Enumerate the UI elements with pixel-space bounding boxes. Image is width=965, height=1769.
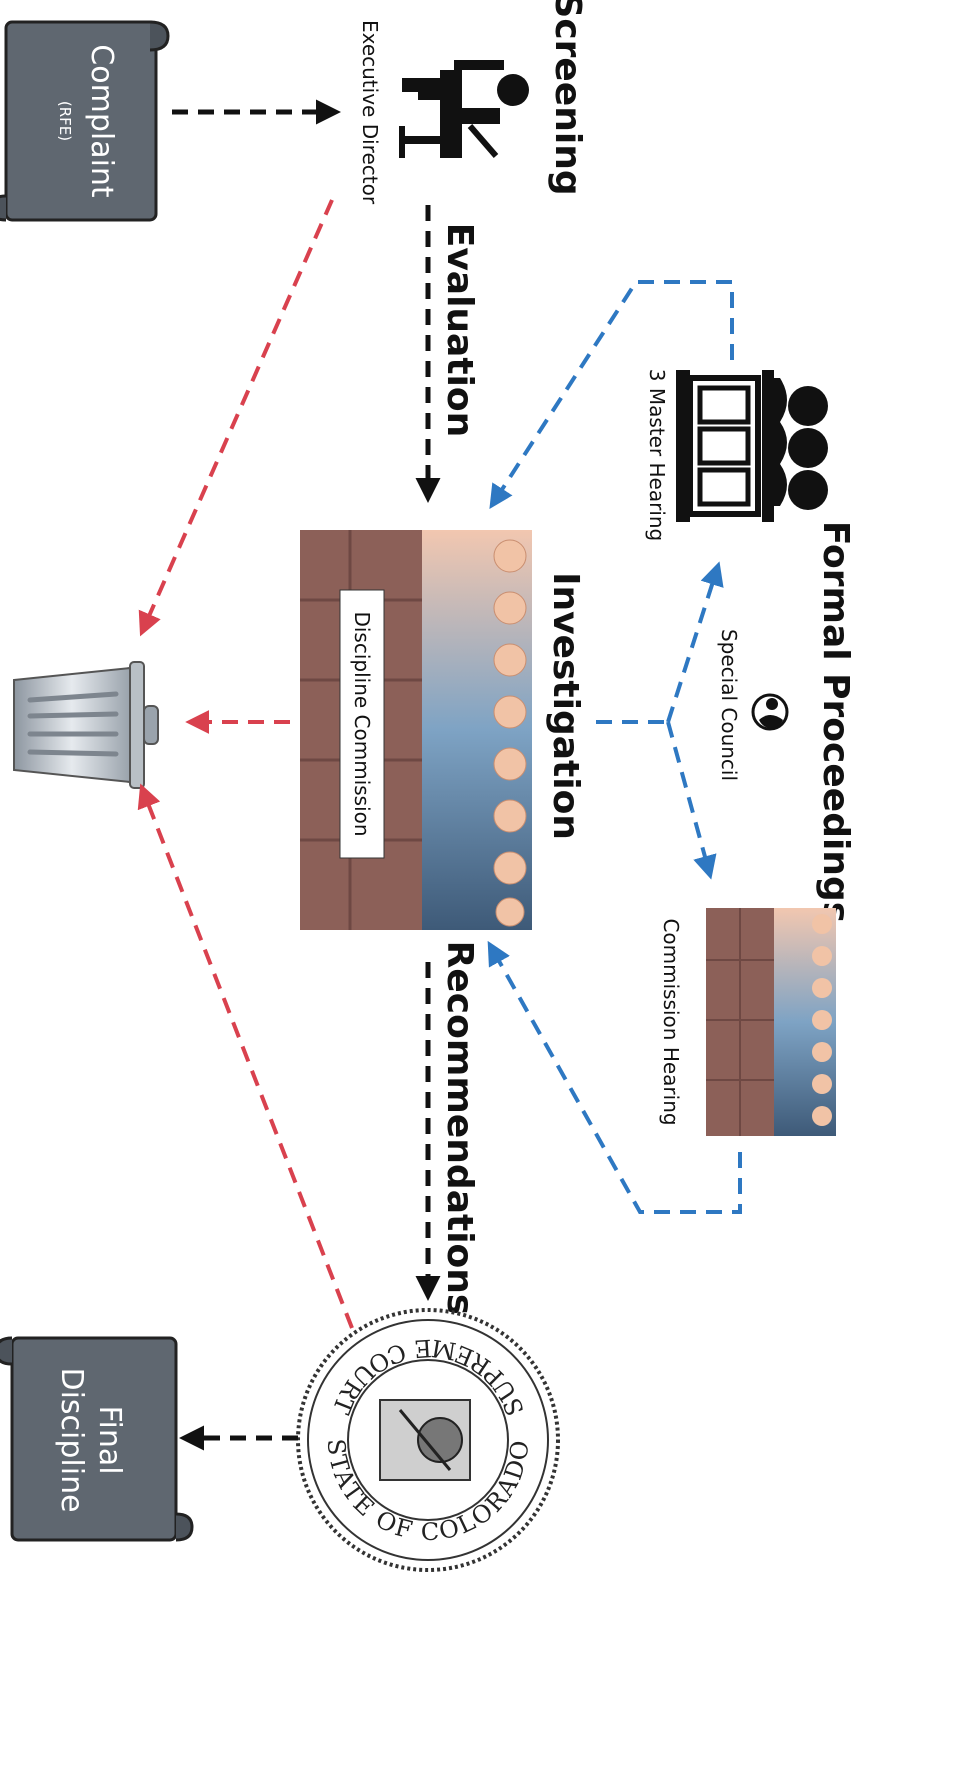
flow-court-to-trash bbox=[137, 783, 354, 1329]
stage-formal-proceedings: Formal Proceedings bbox=[815, 521, 856, 923]
complaint-scroll-icon bbox=[0, 20, 170, 222]
stage-investigation: Investigation bbox=[545, 572, 586, 840]
special-council-icon bbox=[751, 693, 789, 731]
complaint-subtitle: (RFE) bbox=[56, 101, 74, 141]
final-discipline-line2: Discipline bbox=[54, 1367, 89, 1512]
flow-director-to-trash bbox=[138, 199, 334, 637]
flow-to-commission-hearing bbox=[666, 721, 717, 880]
stage-screening: Screening bbox=[547, 0, 588, 196]
commission-hearing-image bbox=[706, 908, 836, 1136]
flow-three-master-back-to-investigation bbox=[489, 280, 734, 510]
stage-evaluation: Evaluation bbox=[439, 223, 480, 438]
executive-director-icon bbox=[399, 60, 529, 158]
final-discipline-line1: Final bbox=[92, 1405, 127, 1474]
supreme-court-seal-icon bbox=[296, 1308, 560, 1572]
flow-to-three-master-hearing bbox=[666, 561, 724, 723]
three-master-hearing-label: 3 Master Hearing bbox=[645, 369, 669, 542]
three-judges-icon bbox=[676, 370, 828, 522]
complaint-title: Complaint bbox=[84, 44, 119, 198]
final-discipline-scroll-icon bbox=[0, 1336, 194, 1542]
commission-hearing-label: Commission Hearing bbox=[659, 918, 683, 1125]
executive-director-label: Executive Director bbox=[358, 20, 382, 205]
flow-commission-hearing-back-to-investigation bbox=[487, 940, 742, 1214]
discipline-commission-image bbox=[300, 530, 532, 930]
stage-recommendations: Recommendations bbox=[439, 941, 480, 1316]
special-council-label: Special Council bbox=[717, 629, 741, 781]
trash-can-icon bbox=[13, 661, 159, 789]
discipline-commission-label: Discipline Commission bbox=[350, 611, 374, 836]
